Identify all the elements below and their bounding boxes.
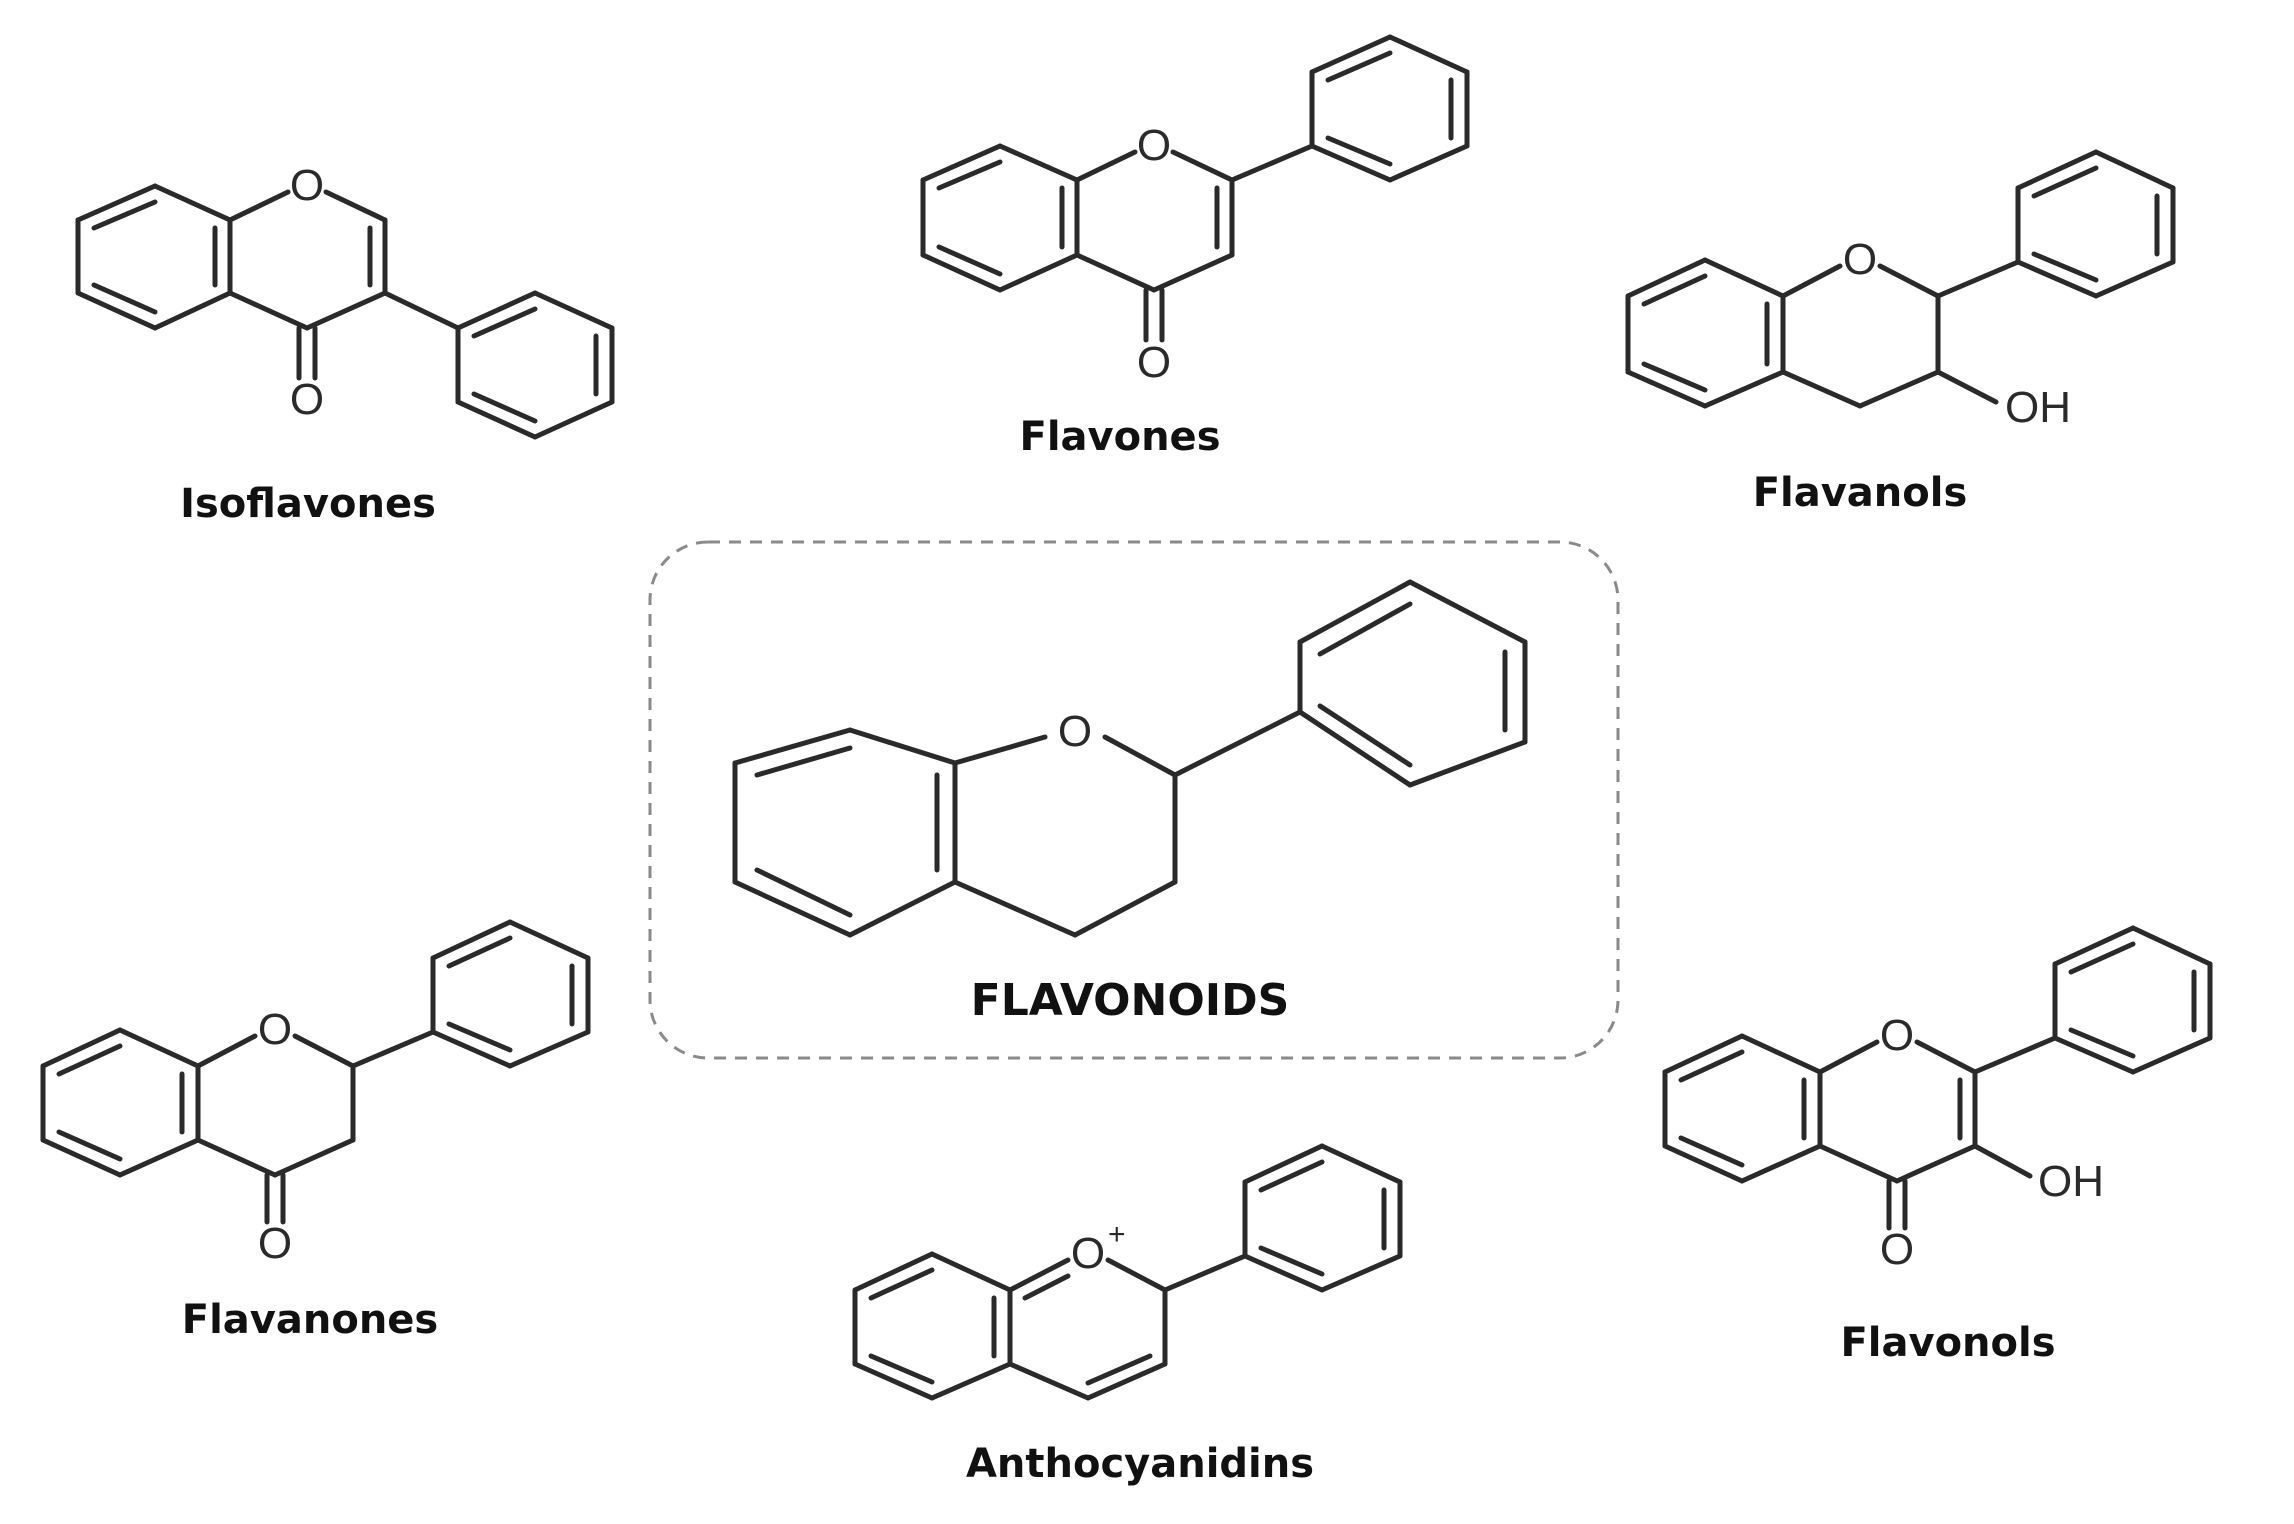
oxygen-atom: O — [1137, 121, 1171, 170]
label-flavonols: Flavonols — [1840, 1320, 2055, 1366]
oxygen-atom: O — [290, 161, 324, 210]
label-anthocyanidins: Anthocyanidins — [966, 1441, 1314, 1487]
label-flavonoids: FLAVONOIDS — [971, 975, 1290, 1026]
oxygen-atom: O — [1058, 707, 1092, 756]
hydroxyl-group: OH — [2005, 383, 2071, 432]
carbonyl-oxygen: O — [290, 375, 324, 424]
positive-charge: + — [1108, 1218, 1126, 1251]
ring-a — [40, 1027, 201, 1178]
label-flavanones: Flavanones — [182, 1297, 438, 1343]
ring-a — [1625, 257, 1786, 409]
ring-c — [952, 734, 1178, 938]
oxygen-atom: O — [1843, 235, 1877, 284]
structure-flavones: O O — [920, 34, 1470, 387]
ring-c — [195, 1033, 356, 1178]
ring-c — [1074, 149, 1235, 293]
ring-b — [1309, 34, 1470, 183]
carbonyl-oxygen: O — [1880, 1225, 1914, 1274]
structure-flavonoids: O — [732, 579, 1528, 938]
ring-a — [852, 1251, 1013, 1401]
ring-c — [227, 189, 388, 331]
structure-anthocyanidins: O + — [852, 1143, 1403, 1401]
ring-b — [1242, 1143, 1403, 1293]
oxygen-atom: O — [258, 1005, 292, 1054]
ring-b — [430, 919, 591, 1069]
carbonyl-oxygen: O — [258, 1219, 292, 1268]
structure-isoflavones: O O — [75, 161, 615, 440]
label-isoflavones: Isoflavones — [180, 481, 436, 527]
label-flavones: Flavones — [1020, 414, 1221, 460]
ring-c — [1817, 1039, 1978, 1184]
ring-c — [1780, 263, 1941, 409]
oxygen-atom: O — [1880, 1011, 1914, 1060]
ring-a — [75, 183, 233, 331]
ring-b — [2052, 925, 2213, 1075]
center-frame — [648, 540, 1620, 1060]
carbonyl-oxygen: O — [1137, 338, 1171, 387]
ring-b — [2015, 149, 2176, 299]
ring-b — [1297, 579, 1528, 788]
structure-flavanones: O O — [40, 919, 591, 1268]
label-flavanols: Flavanols — [1753, 470, 1968, 516]
ring-a — [732, 727, 958, 938]
ring-a — [1662, 1033, 1823, 1184]
structure-flavonols: O O OH — [1662, 925, 2213, 1274]
oxygen-atom: O — [1071, 1229, 1105, 1278]
structure-flavanols: O OH — [1625, 149, 2176, 432]
ring-a — [920, 143, 1080, 293]
ring-b — [455, 290, 615, 440]
hydroxyl-group: OH — [2038, 1157, 2104, 1206]
ring-c — [1007, 1257, 1168, 1401]
